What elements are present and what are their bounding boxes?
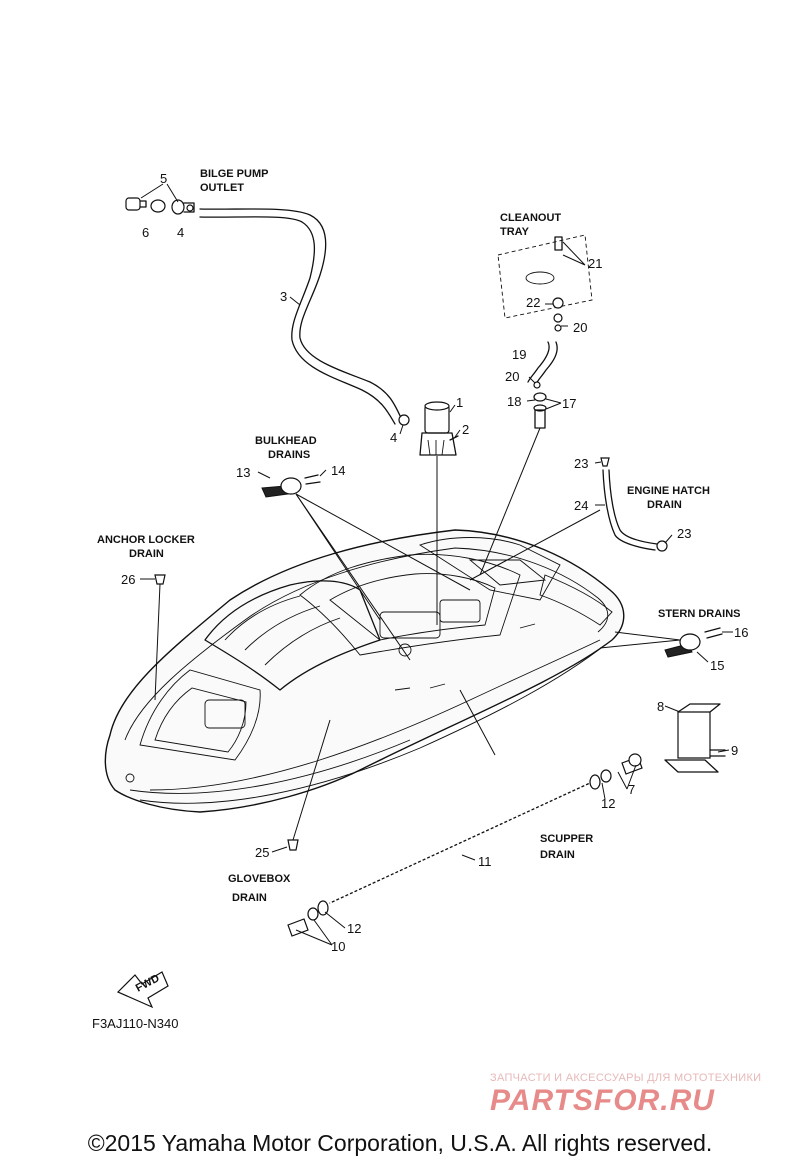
stern-drain [599,627,723,658]
callout-2: 2 [462,422,469,437]
callout-12: 12 [601,796,615,811]
callout-5: 5 [160,171,167,186]
callout-10: 10 [331,939,345,954]
boat-hull [104,529,625,813]
bilge-pump [398,401,459,625]
section-labels: BILGE PUMP OUTLET CLEANOUT TRAY BULKHEAD… [97,168,741,904]
label-glovebox-drain-2: DRAIN [232,892,267,904]
callout-22: 22 [526,295,540,310]
callout-8: 8 [657,699,664,714]
callout-4: 4 [390,430,397,445]
bracket [664,703,726,773]
label-anchor-locker-drain: ANCHOR LOCKER [97,534,195,546]
glovebox-drain [287,719,331,851]
fwd-arrow: FWD [116,971,169,1009]
callout-20: 20 [505,369,519,384]
watermark-tagline: ЗАПЧАСТИ И АКСЕССУАРЫ ДЛЯ МОТОТЕХНИКИ [490,1072,762,1084]
diagram-code: F3AJ110-N340 [92,1016,179,1031]
label-scupper-drain: SCUPPER [540,833,593,845]
label-engine-hatch-drain: ENGINE HATCH [627,485,710,497]
callout-18: 18 [507,394,521,409]
label-engine-hatch-drain-2: DRAIN [647,499,682,511]
watermark-logo: PARTSFOR.RU [490,1084,715,1117]
callout-21: 21 [588,256,602,271]
callout-6: 6 [142,225,149,240]
label-bulkhead-drains: BULKHEAD [255,435,317,447]
callout-1: 1 [456,395,463,410]
callout-26: 26 [121,572,135,587]
callout-23: 23 [574,456,588,471]
label-bilge-pump-outlet-2: OUTLET [200,182,244,194]
callout-25: 25 [255,845,269,860]
bilge-outlet-hose [199,208,403,425]
bulkhead-drain [261,474,471,661]
scupper-drain [287,689,643,937]
engine-hatch-drain [469,457,668,581]
callout-9: 9 [731,743,738,758]
callout-leaders [140,183,733,946]
label-stern-drains: STERN DRAINS [658,608,741,620]
anchor-locker-drain [154,574,166,701]
callout-11: 11 [478,854,492,869]
label-bilge-pump-outlet: BILGE PUMP [200,168,268,180]
label-glovebox-drain: GLOVEBOX [228,873,291,885]
cleanout-tray [479,234,593,576]
copyright-notice: ©2015 Yamaha Motor Corporation, U.S.A. A… [87,1130,713,1156]
callout-13: 13 [236,465,250,480]
callout-7: 7 [628,782,635,797]
callout-16: 16 [734,625,748,640]
callout-24: 24 [574,498,588,513]
callout-12: 12 [347,921,361,936]
callout-17: 17 [562,396,576,411]
callout-14: 14 [331,463,345,478]
callout-3: 3 [280,289,287,304]
callout-4: 4 [177,225,184,240]
callout-23: 23 [677,526,691,541]
label-scupper-drain-2: DRAIN [540,849,575,861]
callout-15: 15 [710,658,724,673]
label-cleanout-tray-2: TRAY [500,226,530,238]
bilge-outlet-fitting [125,197,195,215]
callout-numbers: 5 6 4 3 1 2 4 21 22 20 19 20 18 17 13 14… [121,171,748,954]
label-bulkhead-drains-2: DRAINS [268,449,310,461]
callout-19: 19 [512,347,526,362]
label-cleanout-tray: CLEANOUT [500,212,561,224]
label-anchor-locker-drain-2: DRAIN [129,548,164,560]
callout-20: 20 [573,320,587,335]
